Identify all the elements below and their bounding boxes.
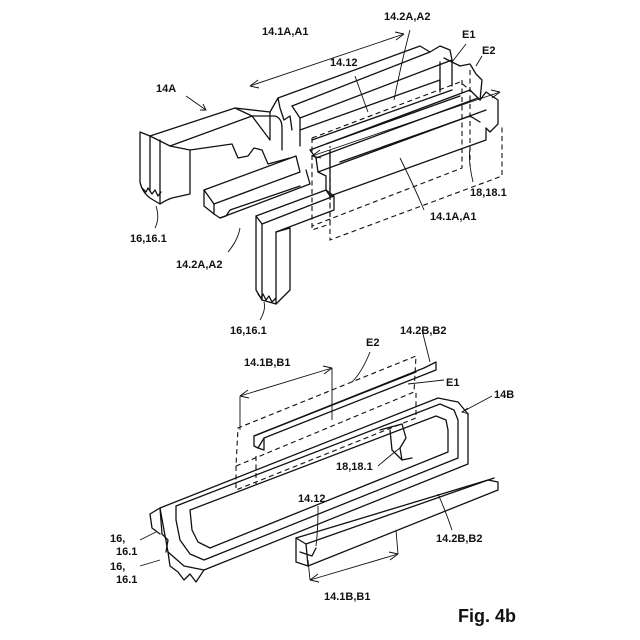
- label-16-b: 16,: [110, 561, 125, 573]
- label-18-18-1-top: 18,18.1: [470, 187, 507, 199]
- label-14-1B-B1-bot: 14.1B,B1: [324, 591, 370, 603]
- label-16-16-1-a: 16,16.1: [130, 233, 167, 245]
- label-E1-top: E1: [462, 29, 475, 41]
- top-annotations: [155, 30, 500, 320]
- label-14A: 14A: [156, 83, 176, 95]
- label-14-1A-A1-mid: 14.1A,A1: [430, 211, 476, 223]
- label-18-18-1-bot: 18,18.1: [336, 461, 373, 473]
- figure-caption: Fig. 4b: [458, 606, 516, 626]
- label-E1-bot: E1: [446, 377, 459, 389]
- label-14-1A-A1-top: 14.1A,A1: [262, 26, 308, 38]
- label-16-a: 16,: [110, 533, 125, 545]
- label-16-1-b: 16.1: [116, 574, 137, 586]
- label-14-2B-B2-top: 14.2B,B2: [400, 325, 446, 337]
- label-14-2B-B2-bot: 14.2B,B2: [436, 533, 482, 545]
- label-E2-bot: E2: [366, 337, 379, 349]
- label-14-2A-A2-top: 14.2A,A2: [384, 11, 430, 23]
- part-14B: [150, 356, 498, 582]
- reference-labels: 14A 14.1A,A1 14.2A,A2 14.12 E1 E2 18,18.…: [110, 11, 516, 626]
- label-16-16-1-b: 16,16.1: [230, 325, 267, 337]
- label-16-1-a: 16.1: [116, 546, 137, 558]
- label-E2-top: E2: [482, 45, 495, 57]
- label-14-2A-A2-bot: 14.2A,A2: [176, 259, 222, 271]
- label-14-12-top: 14.12: [330, 57, 358, 69]
- label-14B: 14B: [494, 389, 514, 401]
- label-14-1B-B1-top: 14.1B,B1: [244, 357, 290, 369]
- label-14-12-bot: 14.12: [298, 493, 326, 505]
